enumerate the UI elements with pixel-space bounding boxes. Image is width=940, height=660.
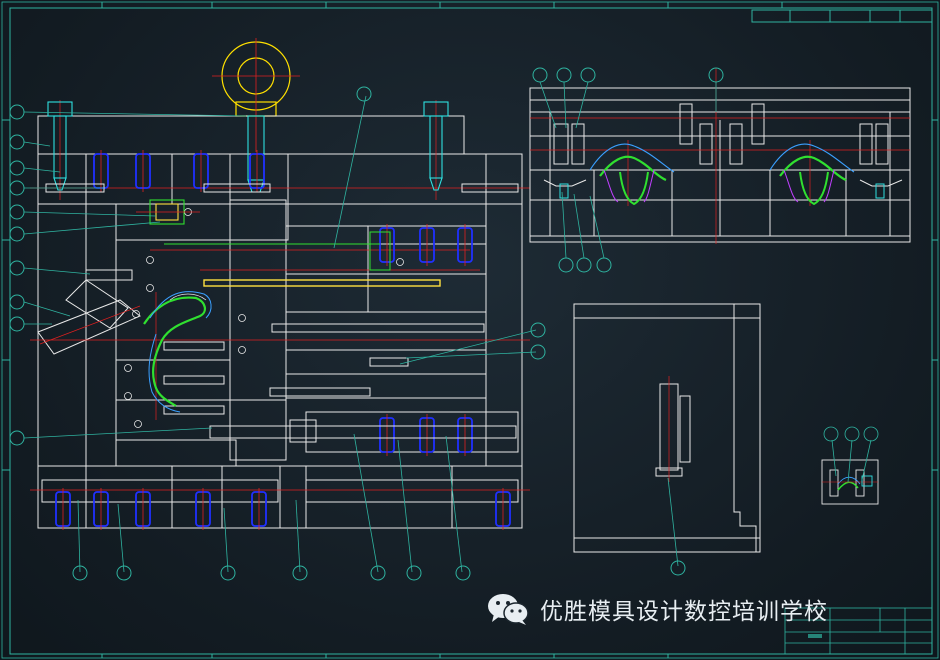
lifting-ring <box>212 38 300 152</box>
centerlines <box>30 100 530 491</box>
wechat-icon <box>488 594 529 625</box>
runner-lines <box>164 231 391 271</box>
top-view-balloons <box>532 67 724 273</box>
leader-lines <box>23 95 537 573</box>
side-view <box>573 303 761 576</box>
top-view-cavities <box>589 143 855 206</box>
clamp-screws <box>47 101 449 193</box>
detail-balloon-3 <box>863 426 879 442</box>
watermark: 优胜模具设计数控培训学校 <box>486 592 828 626</box>
horizontal-bolts <box>45 183 519 443</box>
detail-balloon-1 <box>823 426 839 442</box>
side-view-balloon <box>670 560 686 576</box>
lock-block <box>136 199 200 225</box>
top-section-view <box>529 67 911 273</box>
top-view-leaders <box>539 81 717 259</box>
detail-balloon-2 <box>844 426 860 442</box>
watermark-text: 优胜模具设计数控培训学校 <box>540 599 828 625</box>
top-view-pins <box>559 183 885 199</box>
main-section-view <box>9 38 546 581</box>
detail-view <box>821 426 879 505</box>
pin-cores <box>62 150 504 530</box>
molded-part-profile <box>143 291 212 413</box>
ejector-rod <box>203 279 441 287</box>
bolt-markers <box>124 208 404 428</box>
title-block <box>784 607 933 655</box>
item-balloons <box>9 86 546 581</box>
angled-slider <box>37 279 141 355</box>
mold-plates <box>37 115 523 529</box>
